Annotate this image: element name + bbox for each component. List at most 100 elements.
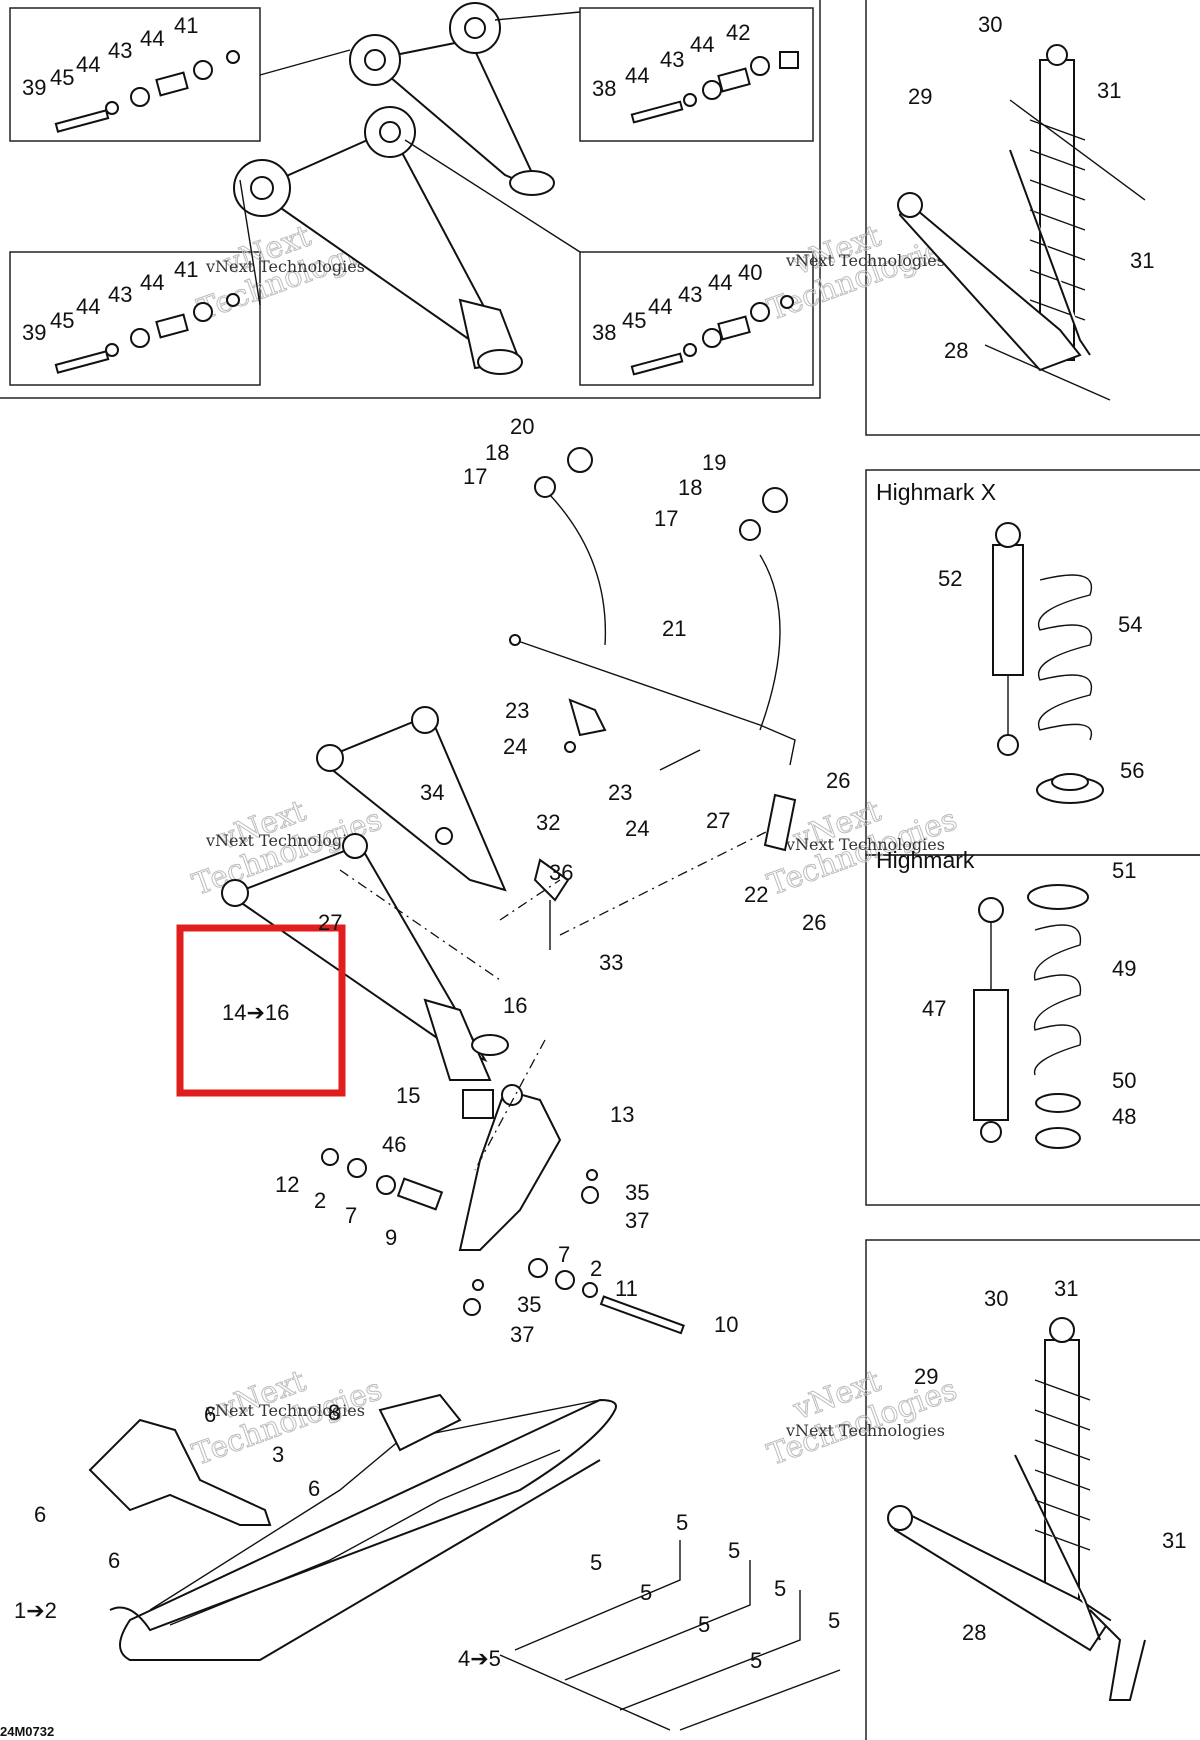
part-label: 6	[108, 1548, 120, 1573]
part-label: 44	[76, 294, 100, 319]
part-label: 41	[174, 257, 198, 282]
frame-detail-top-left	[9, 7, 261, 142]
part-label: 38	[592, 320, 616, 345]
part-label: 48	[1112, 1104, 1136, 1129]
highmark-shock-drawing	[973, 897, 1009, 1143]
part-label: 27	[318, 910, 342, 935]
svg-text:vNext Technologies: vNext Technologies	[205, 831, 365, 850]
spindle-hardware-drawing	[321, 1148, 685, 1335]
part-label: 26	[826, 768, 850, 793]
part-label: 23	[505, 698, 529, 723]
part-label: 31	[1097, 78, 1121, 103]
highmark-spring-drawing	[1027, 884, 1089, 1149]
frame-shock-top	[865, 0, 1200, 436]
part-label: 52	[938, 566, 962, 591]
part-label: 17	[654, 506, 678, 531]
svg-text:vNext Technologies: vNext Technologies	[205, 1401, 365, 1420]
highmark-x-shock-drawing	[992, 522, 1024, 756]
part-label: 26	[802, 910, 826, 935]
part-label: 5	[676, 1510, 688, 1535]
frame-detail-top-right	[579, 7, 814, 142]
part-label: 30	[978, 12, 1002, 37]
hardware-detail-mid-left	[54, 293, 240, 374]
svg-text:vNext Technologies: vNext Technologies	[205, 257, 365, 276]
part-label: 7	[558, 1242, 570, 1267]
sway-bar-drawing	[509, 447, 797, 852]
part-label: 5	[728, 1538, 740, 1563]
part-label: 2	[590, 1256, 602, 1281]
frame-top-assembly	[0, 0, 821, 399]
part-label: 44	[140, 26, 164, 51]
part-label: 39	[22, 75, 46, 100]
frame-highmark	[865, 854, 1200, 1206]
part-label: 44	[76, 52, 100, 77]
part-label: 45	[622, 308, 646, 333]
part-label: 49	[1112, 956, 1136, 981]
part-label: 50	[1112, 1068, 1136, 1093]
lower-a-arm-drawing	[233, 106, 523, 375]
frame-detail-mid-left	[9, 251, 261, 386]
spindle-drawing	[339, 829, 771, 1251]
part-label: 5	[698, 1612, 710, 1637]
part-label: 19	[702, 450, 726, 475]
part-label: 45	[50, 65, 74, 90]
part-label: 31	[1054, 1276, 1078, 1301]
shock-top-drawing	[897, 44, 1146, 401]
part-label: 46	[382, 1132, 406, 1157]
part-label: 24	[625, 816, 649, 841]
ski-drawing	[88, 1393, 617, 1661]
part-label: 6	[308, 1476, 320, 1501]
section-title-highmark: Highmark	[876, 847, 975, 873]
highlight-box	[176, 924, 346, 1097]
frame-detail-mid-right	[579, 251, 814, 386]
part-label: 41	[174, 13, 198, 38]
part-label: 6	[204, 1402, 216, 1427]
part-label: 22	[744, 882, 768, 907]
svg-text:vNext Technologies: vNext Technologies	[785, 251, 945, 270]
part-label: 45	[50, 308, 74, 333]
upper-a-arm-drawing	[349, 2, 555, 196]
part-label: 39	[22, 320, 46, 345]
part-label: 1➔2	[14, 1598, 57, 1623]
part-label: 38	[592, 76, 616, 101]
part-label: 2	[314, 1188, 326, 1213]
part-label: 5	[590, 1550, 602, 1575]
part-label: 23	[608, 780, 632, 805]
part-label: 6	[34, 1502, 46, 1527]
leader-lines-top	[239, 11, 581, 306]
hardware-detail-top-left	[54, 50, 240, 133]
part-label: 18	[485, 440, 509, 465]
part-label: 54	[1118, 612, 1142, 637]
part-label: 5	[828, 1608, 840, 1633]
highmark-x-spring-drawing	[1036, 574, 1104, 804]
part-label: 15	[396, 1083, 420, 1108]
part-label: 43	[108, 282, 132, 307]
part-label: 17	[463, 464, 487, 489]
part-label: 44	[625, 63, 649, 88]
svg-text:vNext Technologies: vNext Technologies	[785, 1421, 945, 1440]
part-label: 56	[1120, 758, 1144, 783]
part-label: 10	[714, 1312, 738, 1337]
frame-shock-bottom	[865, 1239, 1200, 1740]
part-label: 18	[678, 475, 702, 500]
main-upper-a-arm-drawing	[316, 706, 507, 892]
hardware-detail-mid-right	[630, 295, 794, 376]
section-title-highmark-x: Highmark X	[876, 479, 996, 505]
part-label: 7	[345, 1203, 357, 1228]
part-label: 5	[750, 1648, 762, 1673]
watermark: vNext Technologies	[762, 1363, 962, 1473]
part-label: 8	[328, 1400, 340, 1425]
part-label: 29	[914, 1364, 938, 1389]
part-label: 40	[738, 260, 762, 285]
part-label: 44	[140, 270, 164, 295]
part-label: 36	[549, 860, 573, 885]
shock-bottom-drawing	[887, 1317, 1146, 1701]
ski-runners-drawing	[499, 1540, 841, 1731]
part-label: 33	[599, 950, 623, 975]
part-label: 28	[944, 338, 968, 363]
part-label: 30	[984, 1286, 1008, 1311]
part-label: 44	[690, 32, 714, 57]
part-label: 35	[517, 1292, 541, 1317]
